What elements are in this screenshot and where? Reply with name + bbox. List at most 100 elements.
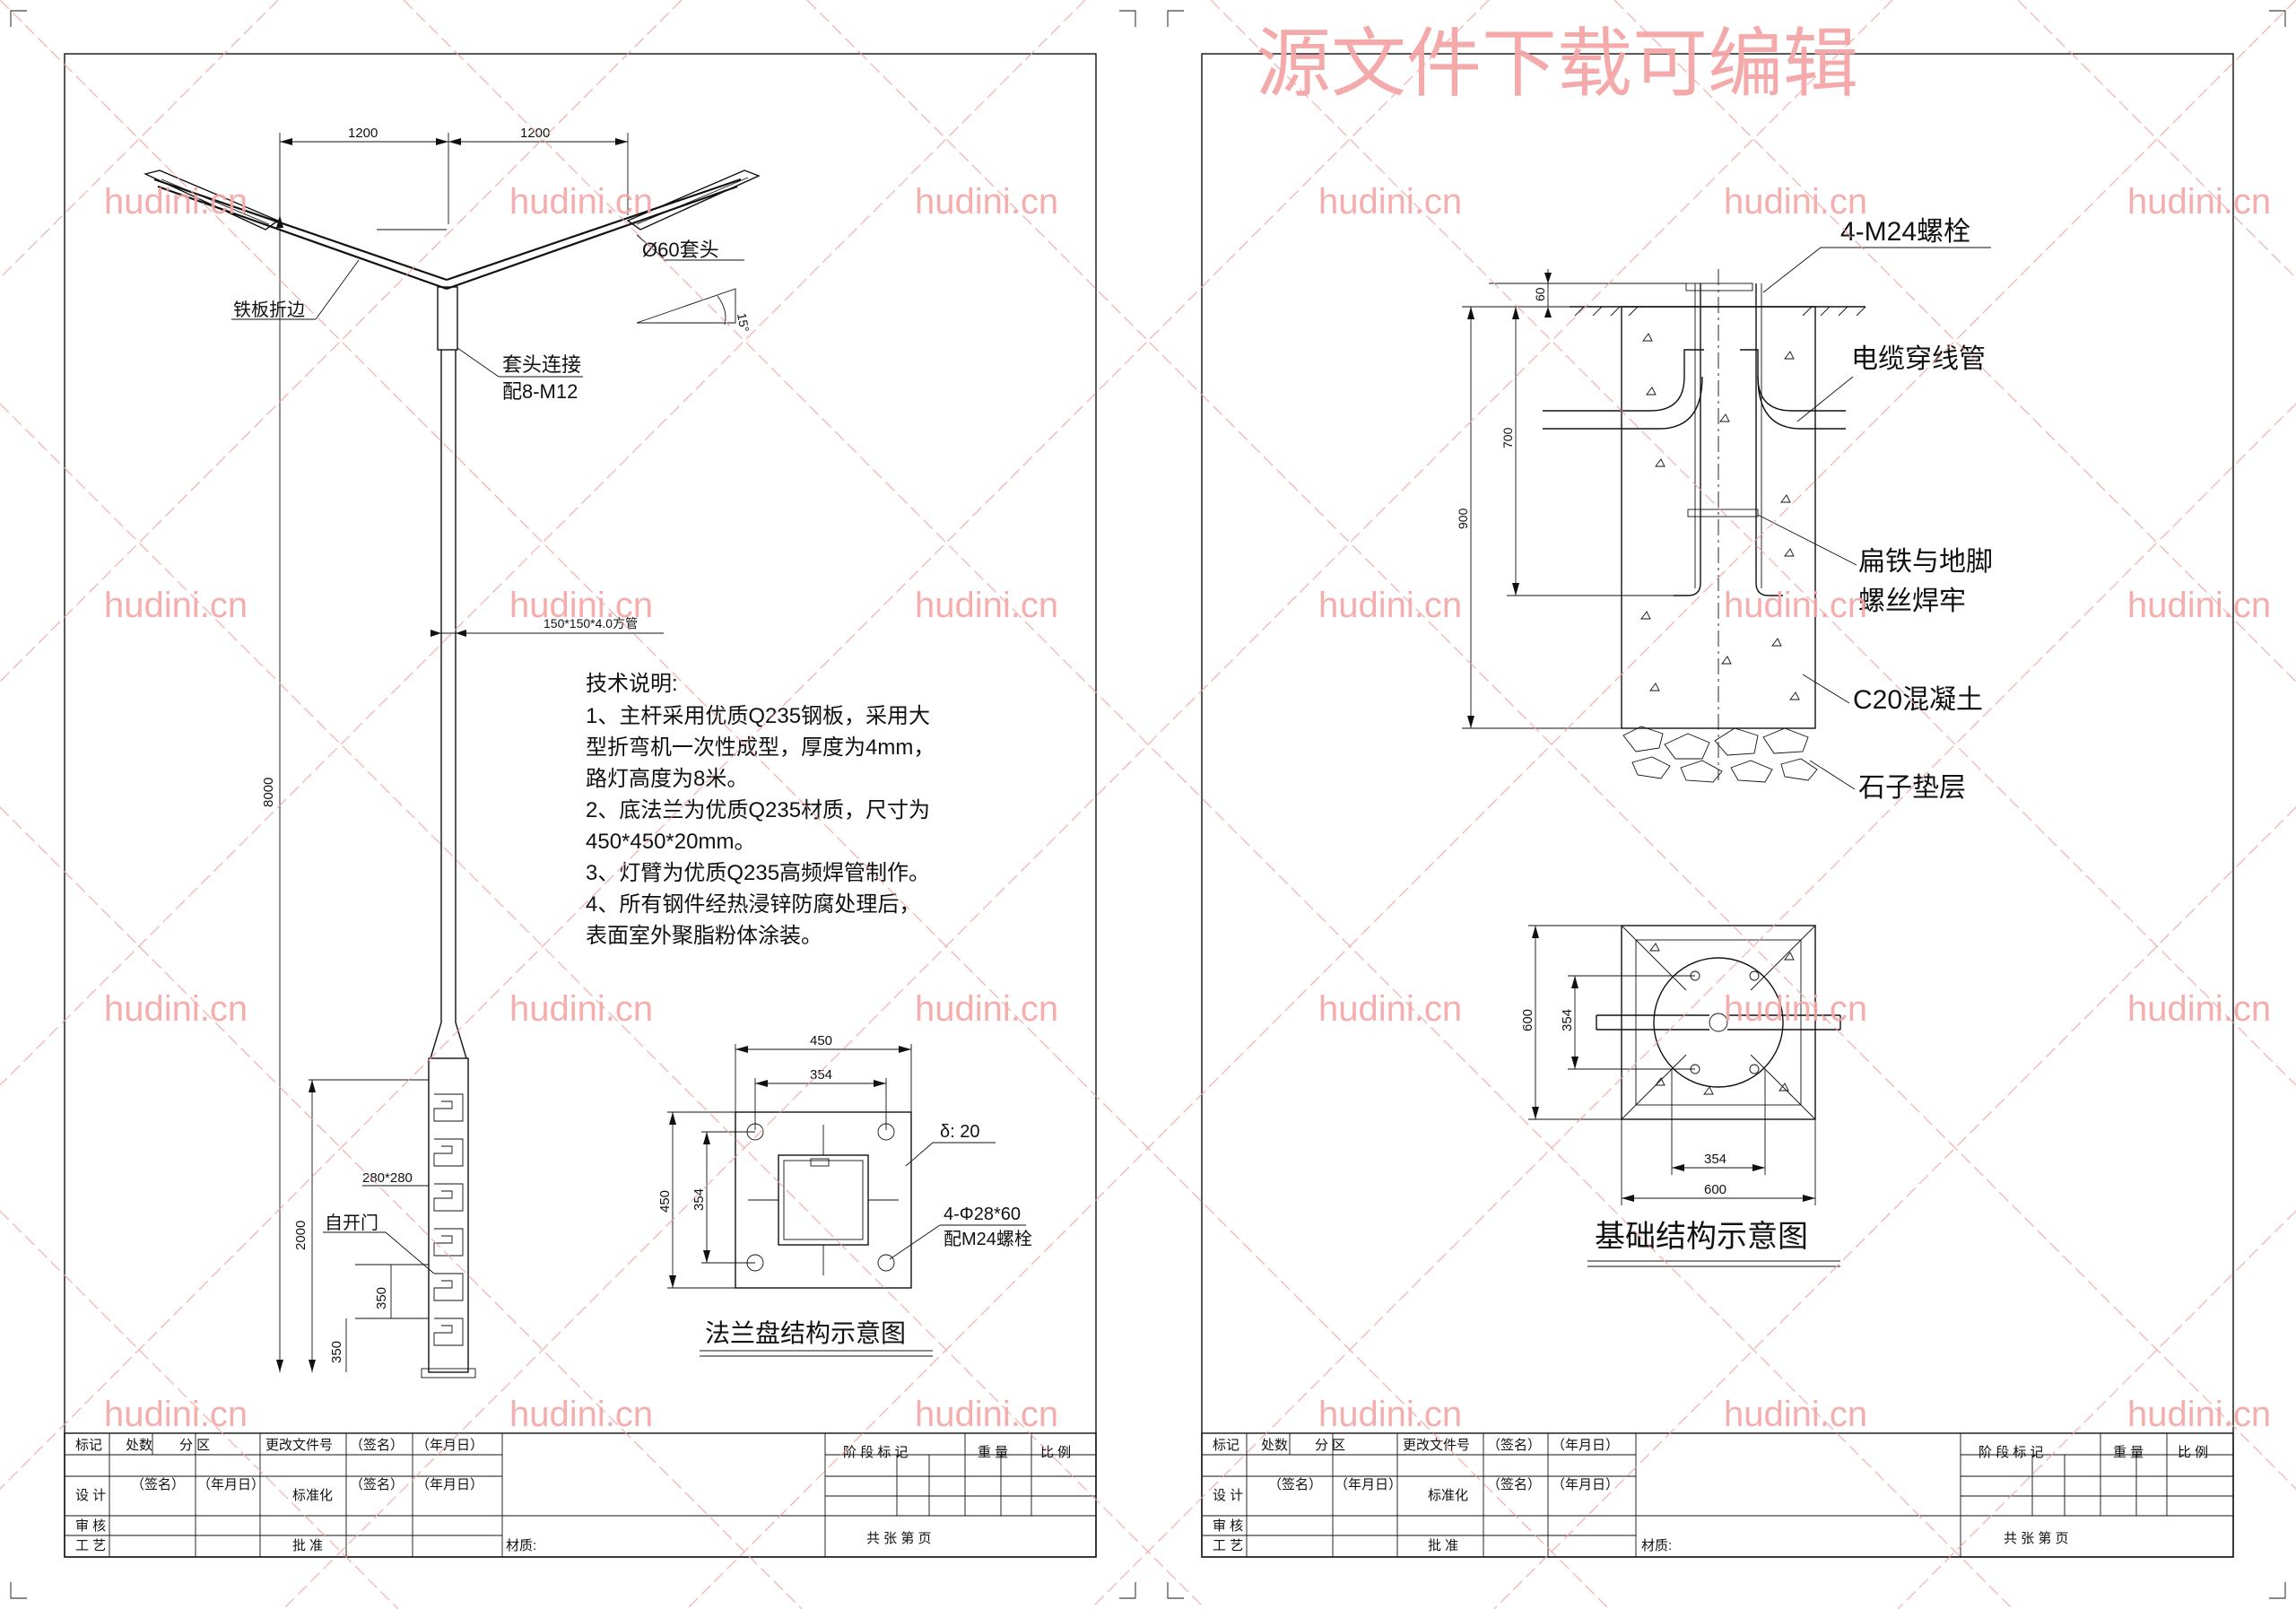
- arm-angle: 15°: [735, 312, 752, 334]
- plate-fold-label: 铁板折边: [233, 300, 305, 320]
- watermark-text: hudini.cn: [2127, 1395, 2271, 1434]
- lamp-head-right: [626, 170, 761, 230]
- tb-date: （年月日）: [416, 1477, 483, 1492]
- tb-scale: 比 例: [2178, 1445, 2208, 1460]
- tb-approve: 批 准: [1428, 1538, 1458, 1553]
- watermark-text: hudini.cn: [1724, 989, 1867, 1029]
- watermark-text: hudini.cn: [1724, 586, 1867, 625]
- tb-weight: 重 量: [2113, 1445, 2144, 1460]
- arm-dimension: 1200 1200: [279, 126, 629, 224]
- pole-shaft: [430, 350, 467, 1059]
- watermark-text: hudini.cn: [1318, 586, 1462, 625]
- note-line: 4、所有钢件经热浸锌防腐处理后，: [586, 892, 920, 917]
- watermark-text: hudini.cn: [104, 989, 248, 1029]
- tb-standard: 标准化: [292, 1488, 333, 1503]
- plan-bottom-outer: 600: [1704, 1182, 1726, 1197]
- angle-indicator: 15°: [636, 288, 752, 334]
- dim-top: 60: [1533, 287, 1547, 301]
- flange-outer-h: 450: [657, 1190, 673, 1213]
- tb-mark: 标记: [75, 1438, 102, 1453]
- bolt-label: 4-M24螺栓: [1840, 217, 1970, 247]
- foundation-section: 60 700 900 4-M24螺栓 电缆穿线管 扁铁与地脚 螺丝焊牢 C20混…: [1456, 217, 1993, 803]
- tb-design: 设 计: [1213, 1488, 1243, 1503]
- watermark-text: hudini.cn: [2127, 586, 2271, 625]
- note-line: 450*450*20mm。: [586, 830, 755, 854]
- lamp-arms: [143, 170, 761, 291]
- right-title-block: 标记 处数 分 区 更改文件号 （签名） （年月日） 设 计 （签名） （年月日…: [1201, 1432, 2234, 1558]
- note-line: 1、主杆采用优质Q235钢板，采用大: [586, 704, 930, 728]
- door-bottom-dim: 350: [329, 1341, 344, 1363]
- watermark-text: hudini.cn: [915, 1395, 1058, 1434]
- concrete-label: C20混凝土: [1853, 685, 1983, 715]
- tb-pages: 共 张 第 页: [866, 1530, 932, 1546]
- tb-standard: 标准化: [1428, 1488, 1468, 1503]
- socket-bolts-label: 配8-M12: [502, 380, 578, 403]
- right-sheet-border: [1201, 53, 2234, 1558]
- weld-label-line1: 扁铁与地脚: [1858, 547, 1993, 577]
- pole-section-label: 150*150*4.0方管: [544, 616, 638, 631]
- left-sheet-corner-marks: [10, 10, 1136, 1599]
- tb-sign: （签名）: [1487, 1477, 1541, 1492]
- watermark-text: hudini.cn: [1318, 1395, 1462, 1434]
- tb-count: 处数: [1261, 1438, 1288, 1453]
- socket-connect-label: 套头连接: [502, 353, 581, 376]
- tb-sign: （签名）: [350, 1477, 404, 1492]
- tb-sign: （签名）: [1487, 1438, 1541, 1453]
- tb-material: 材质:: [506, 1538, 536, 1553]
- door-label: 自开门: [325, 1213, 378, 1233]
- watermark-text: hudini.cn: [915, 989, 1058, 1029]
- conduit-label: 电缆穿线管: [1851, 344, 1986, 374]
- arm-dim-left: 1200: [348, 126, 378, 141]
- tb-sign: （签名）: [1268, 1477, 1322, 1492]
- flange-inner-h: 354: [691, 1188, 707, 1211]
- flange-holes: 4-Φ28*60: [944, 1205, 1021, 1224]
- dim-total: 900: [1456, 508, 1470, 529]
- lamp-head-label: Ø60套头: [642, 239, 719, 261]
- flange-bolts: 配M24螺栓: [944, 1229, 1032, 1249]
- foundation-caption: 基础结构示意图: [1595, 1220, 1808, 1254]
- note-line: 路灯高度为8米。: [586, 767, 748, 791]
- lamp-head-left: [143, 170, 280, 230]
- pole-socket: [437, 286, 458, 351]
- foundation-plan: 600 354 354 600 基础结构示意图: [1520, 925, 1841, 1267]
- watermark-banner: 源文件下载可编辑: [1256, 22, 1858, 106]
- watermark-text: hudini.cn: [104, 586, 248, 625]
- watermark-text: hudini.cn: [509, 1395, 653, 1434]
- tb-mark: 标记: [1213, 1438, 1239, 1453]
- note-line: 型折弯机一次性成型，厚度为4mm，: [586, 735, 935, 760]
- watermark-text: hudini.cn: [915, 586, 1058, 625]
- tb-review: 审 核: [1213, 1518, 1243, 1534]
- flange-diagram: 450 354 450: [657, 1033, 1032, 1357]
- tb-zone: 分 区: [179, 1438, 210, 1453]
- arm-dim-right: 1200: [520, 126, 550, 141]
- tb-sign: （签名）: [131, 1477, 185, 1492]
- watermark-text: hudini.cn: [2127, 182, 2271, 222]
- tb-stage: 阶 段 标 记: [1979, 1445, 2044, 1460]
- tb-weight: 重 量: [978, 1445, 1008, 1460]
- tb-process: 工 艺: [1213, 1538, 1243, 1553]
- tb-process: 工 艺: [75, 1538, 106, 1553]
- flange-outer-w: 450: [810, 1033, 832, 1048]
- door-height-dim: 350: [374, 1287, 389, 1309]
- tb-date: （年月日）: [1552, 1438, 1619, 1453]
- tb-stage: 阶 段 标 记: [843, 1445, 909, 1460]
- watermark-text: hudini.cn: [915, 182, 1058, 222]
- tb-count: 处数: [126, 1438, 152, 1453]
- left-title-block: 标记 处数 分 区 更改文件号 （签名） （年月日） 设 计 （签名） （年月日…: [64, 1432, 1097, 1558]
- plan-side: 600: [1520, 1009, 1535, 1031]
- note-line: 3、灯臂为优质Q235高频焊管制作。: [586, 861, 930, 885]
- weld-label-line2: 螺丝焊牢: [1858, 587, 1966, 616]
- tb-date: （年月日）: [1335, 1477, 1402, 1492]
- flange-thickness: δ: 20: [940, 1122, 980, 1142]
- tb-change-doc: 更改文件号: [1403, 1438, 1470, 1453]
- right-sheet-corner-marks: [1167, 10, 2286, 1599]
- plan-bottom-inner: 354: [1704, 1152, 1726, 1167]
- left-sheet-border: [64, 53, 1097, 1558]
- gravel-layer: [1622, 726, 1818, 783]
- flange-inner-w: 354: [810, 1067, 832, 1083]
- tb-date: （年月日）: [416, 1438, 483, 1453]
- tb-approve: 批 准: [292, 1538, 323, 1553]
